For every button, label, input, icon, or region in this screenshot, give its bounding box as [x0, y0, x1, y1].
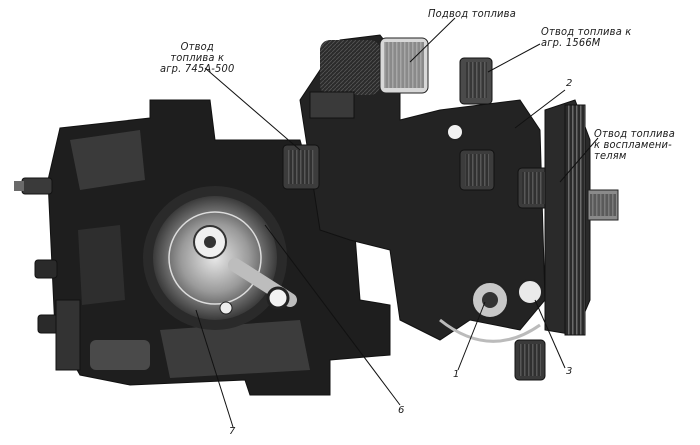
label-fuel-outlet-1566m: Отвод топлива к агр. 1566М — [541, 25, 632, 49]
label-fuel-outlet-igniters: Отвод топлива к воспламени- телям — [594, 127, 675, 162]
drive-gear — [544, 99, 619, 336]
center-body — [282, 34, 551, 341]
part-number-2: 2 — [566, 78, 573, 89]
part-number-1: 1 — [453, 369, 460, 380]
regulator-dial — [143, 186, 297, 330]
left-fittings — [14, 177, 81, 371]
lower-fittings — [439, 279, 546, 381]
label-fuel-outlet-745a: Отвод топлива к агр. 745А-500 — [160, 40, 235, 75]
part-number-7: 7 — [229, 426, 236, 437]
label-fuel-inlet: Подвод топлива — [428, 7, 516, 20]
leader-lines — [195, 17, 599, 428]
part-number-3: 3 — [566, 366, 573, 377]
part-number-6: 6 — [398, 405, 405, 416]
